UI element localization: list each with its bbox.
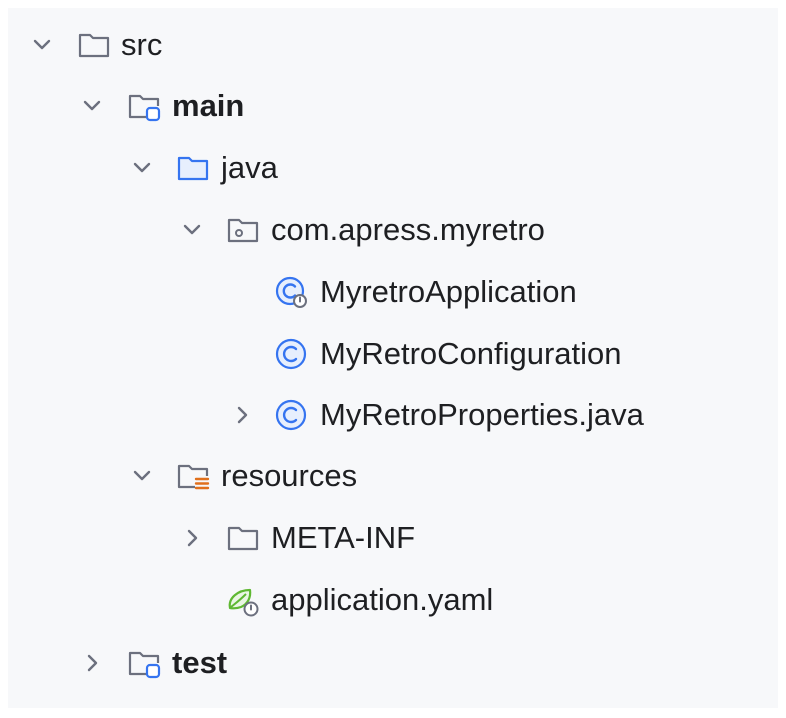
- source-root-folder-icon: [126, 88, 162, 124]
- package-icon: [225, 212, 261, 248]
- chevron-down-icon[interactable]: [130, 464, 154, 488]
- tree-node-myretro-configuration[interactable]: MyRetroConfiguration: [8, 324, 778, 384]
- tree-node-package[interactable]: com.apress.myretro: [8, 200, 778, 260]
- resources-folder-icon: [175, 458, 211, 494]
- tree-node-label: META-INF: [271, 520, 416, 555]
- tree-node-label: test: [172, 645, 228, 680]
- chevron-down-icon[interactable]: [80, 94, 104, 118]
- project-tree-panel: src main java: [8, 8, 778, 708]
- tree-node-test[interactable]: test: [8, 633, 778, 693]
- chevron-down-icon[interactable]: [130, 156, 154, 180]
- folder-icon: [76, 27, 112, 63]
- source-folder-icon: [175, 150, 211, 186]
- tree-node-label: MyretroApplication: [320, 274, 577, 309]
- test-root-folder-icon: [126, 645, 162, 681]
- chevron-down-icon[interactable]: [30, 33, 54, 57]
- tree-node-meta-inf[interactable]: META-INF: [8, 508, 778, 568]
- tree-node-resources[interactable]: resources: [8, 446, 778, 506]
- tree-node-label: MyRetroProperties.java: [320, 397, 644, 432]
- tree-node-label: main: [172, 88, 245, 123]
- class-icon: [273, 397, 309, 433]
- tree-node-application-yaml[interactable]: application.yaml: [8, 570, 778, 630]
- tree-node-label: MyRetroConfiguration: [320, 336, 622, 371]
- folder-icon: [225, 520, 261, 556]
- tree-node-label: java: [221, 150, 278, 185]
- tree-node-main[interactable]: main: [8, 76, 778, 136]
- tree-node-myretro-properties[interactable]: MyRetroProperties.java: [8, 385, 778, 445]
- spring-boot-class-icon: [273, 274, 309, 310]
- tree-node-label: resources: [221, 458, 358, 493]
- tree-node-label: src: [121, 27, 163, 62]
- tree-node-label: application.yaml: [271, 582, 494, 617]
- class-icon: [273, 336, 309, 372]
- chevron-right-icon[interactable]: [180, 526, 204, 550]
- project-tree: src main java: [8, 8, 778, 708]
- chevron-down-icon[interactable]: [180, 218, 204, 242]
- tree-node-label: com.apress.myretro: [271, 212, 545, 247]
- chevron-right-icon[interactable]: [80, 651, 104, 675]
- tree-node-src[interactable]: src: [8, 15, 778, 75]
- spring-config-file-icon: [224, 582, 260, 618]
- tree-node-myretro-application[interactable]: MyretroApplication: [8, 262, 778, 322]
- tree-node-java[interactable]: java: [8, 138, 778, 198]
- chevron-right-icon[interactable]: [230, 403, 254, 427]
